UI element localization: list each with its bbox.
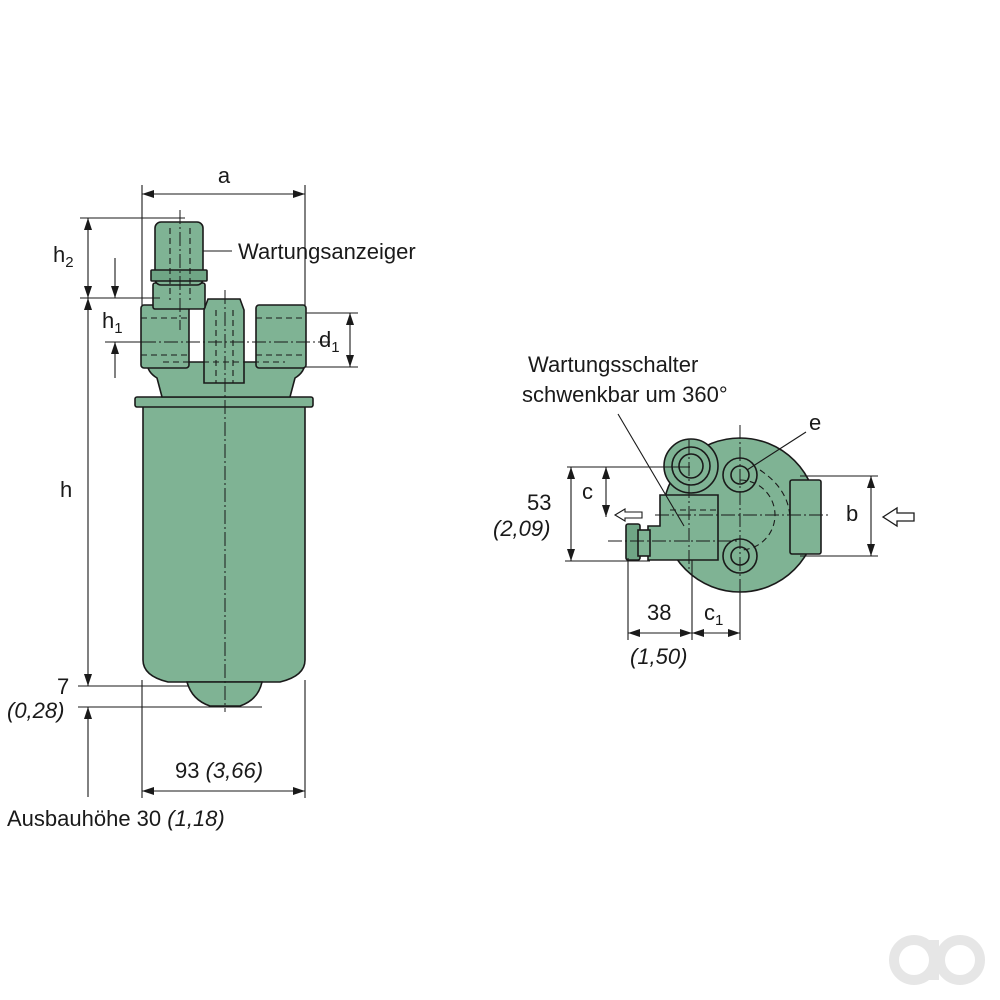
- dimension-h2: h2: [53, 217, 185, 299]
- dimension-h: h: [60, 298, 92, 686]
- label-b: b: [846, 501, 858, 526]
- indicator-housing: [152, 282, 206, 310]
- dimension-h1: h1: [102, 258, 150, 378]
- outlet-port: [255, 304, 307, 369]
- label-c: c: [582, 479, 593, 504]
- ao-logo: [889, 935, 985, 985]
- dimension-7: 7 (0,28): [7, 674, 262, 797]
- dimension-53: 53 (2,09): [493, 467, 650, 562]
- e-callout: e: [746, 410, 821, 471]
- label-e: e: [809, 410, 821, 435]
- label-53-inch: (2,09): [493, 516, 550, 541]
- side-view: [120, 210, 330, 712]
- filter-bowl: [142, 405, 306, 683]
- label-a: a: [218, 163, 231, 188]
- label-switch-line2: schwenkbar um 360°: [522, 382, 728, 407]
- label-h1: h1: [102, 308, 123, 337]
- dimension-b: b: [800, 475, 878, 557]
- label-h2: h2: [53, 242, 74, 271]
- dimension-d1: d1: [306, 312, 358, 368]
- label-switch-line1: Wartungsschalter: [528, 352, 698, 377]
- label-maintenance-indicator: Wartungsanzeiger: [238, 239, 416, 264]
- label-h: h: [60, 477, 72, 502]
- top-inlet-port: [789, 479, 822, 555]
- dimension-c: c: [567, 466, 690, 517]
- inlet-port: [140, 304, 190, 369]
- label-removal-height: Ausbauhöhe 30 (1,18): [7, 806, 225, 831]
- label-7-inch: (0,28): [7, 698, 64, 723]
- switch-callout: Wartungsschalter schwenkbar um 360°: [522, 352, 728, 527]
- switch-arrow: [613, 508, 643, 522]
- switch-neck: [637, 529, 651, 557]
- dimension-38-c1: 38 (1,50) c1: [627, 558, 741, 669]
- label-38: 38: [647, 600, 671, 625]
- switch-body: [647, 494, 719, 561]
- dimension-a: a: [141, 163, 306, 305]
- label-53: 53: [527, 490, 551, 515]
- label-93: 93 (3,66): [175, 758, 263, 783]
- label-38-inch: (1,50): [630, 644, 687, 669]
- label-c1: c1: [704, 600, 723, 629]
- center-boss: [203, 298, 245, 384]
- label-d1: d1: [319, 327, 340, 356]
- indicator-ring: [150, 269, 208, 282]
- flow-arrow: [881, 506, 915, 528]
- indicator-callout: Wartungsanzeiger: [203, 239, 416, 264]
- bowl-flange: [134, 396, 314, 408]
- top-view: [608, 425, 830, 600]
- label-7: 7: [57, 674, 69, 699]
- dimension-93: 93 (3,66): [141, 680, 306, 798]
